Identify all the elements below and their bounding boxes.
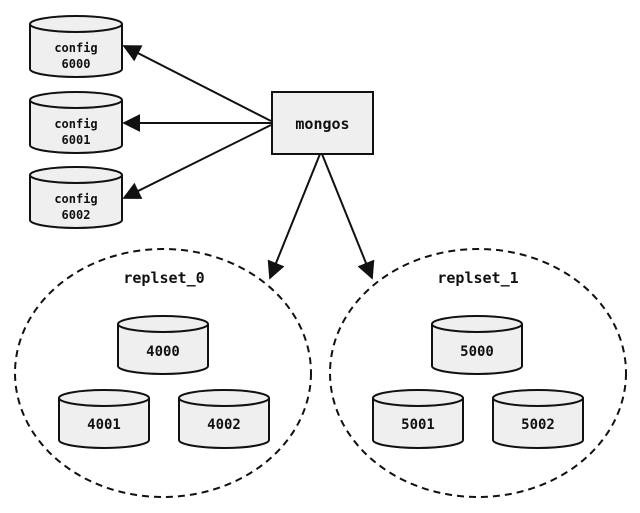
cylinder-body xyxy=(29,100,123,154)
cylinder-body xyxy=(29,175,123,229)
cylinder-body xyxy=(492,398,584,449)
replset-1-boundary xyxy=(329,248,627,498)
member-port: 4000 xyxy=(146,344,180,360)
replset-1-member-5000: 5000 xyxy=(431,315,523,375)
replset-1-group: replset_1 5000 5001 5002 xyxy=(329,248,627,498)
cylinder-top xyxy=(117,315,209,333)
replset-0-member-4000: 4000 xyxy=(117,315,209,375)
config-label: config xyxy=(54,41,97,55)
replset-0-member-4001: 4001 xyxy=(58,389,150,449)
edge-mongos-to-config-6000 xyxy=(122,45,272,122)
edge-mongos-to-config-6002 xyxy=(122,124,272,199)
member-port: 4002 xyxy=(207,417,241,433)
cylinder-body xyxy=(178,398,270,449)
cylinder-body xyxy=(372,398,464,449)
cylinder-top xyxy=(372,389,464,407)
config-port: 6002 xyxy=(62,208,91,222)
member-port: 5001 xyxy=(401,417,435,433)
cylinder-top xyxy=(29,91,123,109)
cylinder-body xyxy=(431,324,523,375)
replset-0-boundary xyxy=(14,248,312,498)
cylinder-top xyxy=(29,15,123,33)
cylinder-top xyxy=(58,389,150,407)
cylinder-top xyxy=(431,315,523,333)
replset-0-group: replset_0 4000 4001 4002 xyxy=(14,248,312,498)
member-port: 5000 xyxy=(460,344,494,360)
mongos-node: mongos xyxy=(271,91,374,155)
replset-1-member-5001: 5001 xyxy=(372,389,464,449)
member-port: 4001 xyxy=(87,417,121,433)
config-server-6001: config 6001 xyxy=(29,91,123,154)
cylinder-body xyxy=(58,398,150,449)
cylinder-top xyxy=(29,166,123,184)
config-server-6002: config 6002 xyxy=(29,166,123,229)
edge-mongos-to-replset-1 xyxy=(321,153,375,280)
mongos-box xyxy=(271,91,374,155)
replset-1-label: replset_1 xyxy=(437,269,518,287)
replset-0-label: replset_0 xyxy=(123,269,204,287)
member-port: 5002 xyxy=(521,417,555,433)
config-label: config xyxy=(54,192,97,206)
config-port: 6000 xyxy=(62,57,91,71)
cylinder-body xyxy=(29,24,123,78)
config-server-6000: config 6000 xyxy=(29,15,123,78)
replset-0-member-4002: 4002 xyxy=(178,389,270,449)
cylinder-body xyxy=(117,324,209,375)
config-label: config xyxy=(54,117,97,131)
cylinder-top xyxy=(178,389,270,407)
replset-1-member-5002: 5002 xyxy=(492,389,584,449)
config-port: 6001 xyxy=(62,133,91,147)
edge-mongos-to-replset-0 xyxy=(267,153,321,280)
cylinder-top xyxy=(492,389,584,407)
edges xyxy=(122,45,375,280)
mongos-label: mongos xyxy=(295,115,349,133)
